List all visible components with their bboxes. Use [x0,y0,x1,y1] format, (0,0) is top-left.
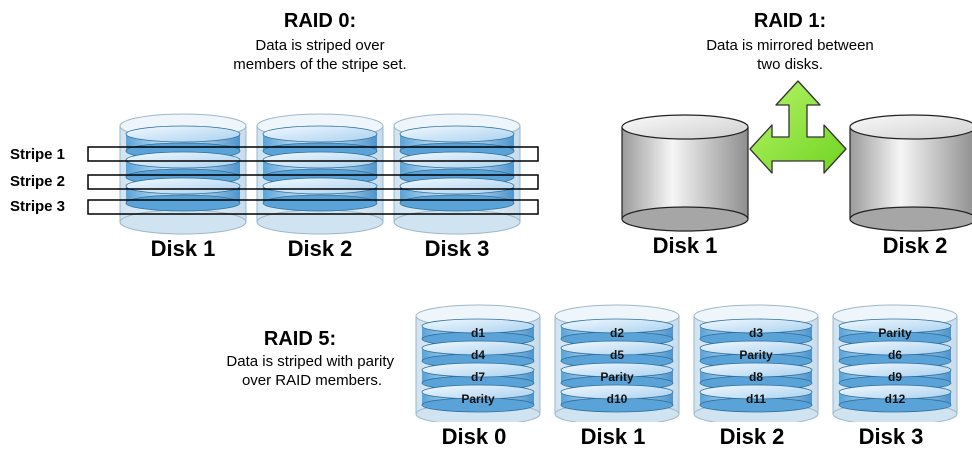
raid0-diagram [87,113,539,235]
raid5-block-label: d5 [610,348,624,362]
raid0-desc-line2: members of the stripe set. [233,56,407,73]
raid5-block-label: d4 [471,348,485,362]
raid5-title: RAID 5: [263,328,337,350]
raid1-desc-line1: Data is mirrored between [706,37,874,54]
raid5-desc-line2: over RAID members. [241,372,382,389]
raid5-disk-2-label: Disk 2 [719,424,785,449]
raid5-block-label: Parity [461,392,495,406]
raid5-block-label: d11 [746,392,766,406]
raid5-block-label: Parity [600,370,634,384]
raid1-disk-1 [621,114,749,232]
raid1-title: RAID 1: [753,10,827,32]
raid0-disk-1-label: Disk 1 [150,236,216,261]
raid5-block-label: Parity [878,326,912,340]
stripe-3-bar [87,199,539,215]
raid0-disk-2 [256,113,384,235]
raid0-disk-3-label: Disk 3 [424,236,490,261]
raid0-desc-line1: Data is striped over [255,37,385,54]
raid5-block-label: d1 [471,326,485,340]
raid5-disk-0-label: Disk 0 [441,424,507,449]
raid0-disk-1 [119,113,247,235]
raid5-block-label: d10 [607,392,628,406]
raid5-block-label: d7 [471,370,485,384]
raid0-disk-2-label: Disk 2 [287,236,353,261]
raid5-block-label: d8 [749,370,763,384]
raid5-block-label: d2 [610,326,624,340]
raid5-block-label: d12 [885,392,906,406]
raid1-desc-line2: two disks. [757,56,823,73]
stripe-2-label: Stripe 2 [10,173,66,190]
raid1-diagram [621,80,972,232]
raid5-diagram: d1d4d7Parityd2d5Parityd10d3Parityd8d11Pa… [415,304,958,422]
raid5-block-label: d9 [888,370,902,384]
stripe-3-label: Stripe 3 [10,198,66,215]
raid5-block-label: d3 [749,326,763,340]
stripe-2-bar [87,174,539,190]
raid5-block-label: d6 [888,348,902,362]
raid5-disk-1-label: Disk 1 [580,424,646,449]
stripe-1-bar [87,146,539,162]
raid0-disk-3 [393,113,521,235]
mirror-arrow-icon [749,80,847,174]
raid5-desc-line1: Data is striped with parity [226,353,394,370]
raid5-disk-3-label: Disk 3 [858,424,924,449]
raid5-block-label: Parity [739,348,773,362]
raid1-disk-2-label: Disk 2 [882,233,948,258]
raid1-disk-1-label: Disk 1 [652,233,718,258]
stripe-1-label: Stripe 1 [10,146,66,163]
raid1-disk-2 [849,114,972,232]
raid5-disk-3: Parity d6 d9 d12 [832,304,958,422]
raid0-title: RAID 0: [283,10,357,32]
